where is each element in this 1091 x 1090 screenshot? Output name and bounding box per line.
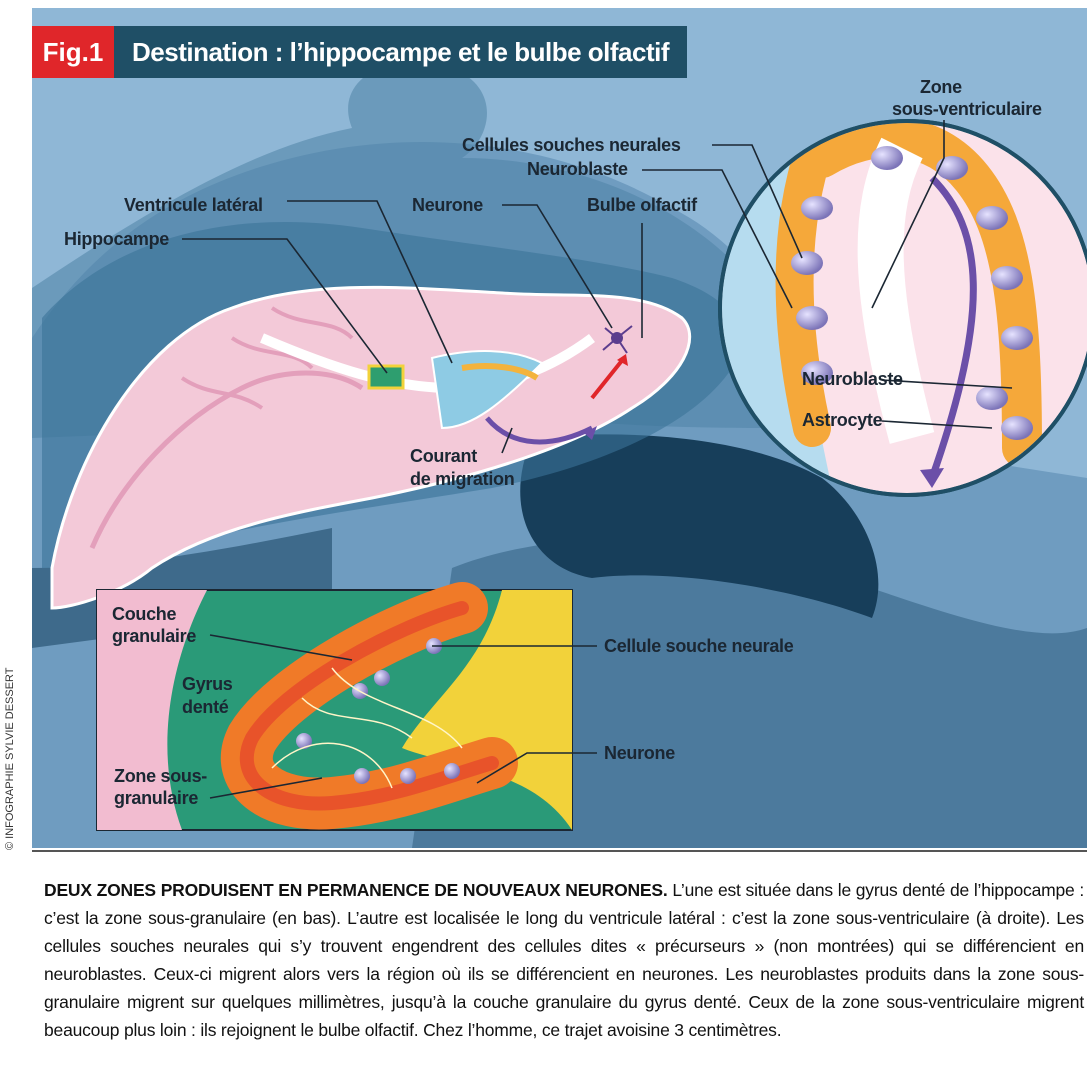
label-neurone-bottom: Neurone — [604, 742, 675, 764]
caption-divider — [32, 850, 1087, 852]
label-neuroblaste-top: Neuroblaste — [527, 158, 628, 180]
label-neuroblaste-right: Neuroblaste — [802, 368, 903, 390]
caption-body: L’une est située dans le gyrus denté de … — [44, 880, 1084, 1040]
label-courant-line2: de migration — [410, 468, 514, 490]
label-cellule-souche: Cellule souche neurale — [604, 635, 793, 657]
figure-panel: Fig.1 Destination : l’hippocampe et le b… — [32, 8, 1087, 848]
label-bulbe: Bulbe olfactif — [587, 194, 697, 216]
label-cellules-souches: Cellules souches neurales — [462, 134, 681, 156]
label-zone-sv-line2: sous-ventriculaire — [892, 98, 1042, 120]
label-courant-line1: Courant — [410, 445, 477, 467]
label-astrocyte: Astrocyte — [802, 409, 882, 431]
credit-text: © INFOGRAPHIE SYLVIE DESSERT — [4, 667, 16, 850]
figure-number: Fig.1 — [32, 26, 114, 78]
credit-line: © INFOGRAPHIE SYLVIE DESSERT — [4, 850, 22, 868]
caption-heading: DEUX ZONES PRODUISENT EN PERMANENCE DE N… — [44, 880, 668, 900]
label-couche-line1: Couche — [112, 603, 176, 625]
label-couche-line2: granulaire — [112, 625, 196, 647]
figure-title: Destination : l’hippocampe et le bulbe o… — [114, 26, 687, 78]
caption: DEUX ZONES PRODUISENT EN PERMANENCE DE N… — [44, 876, 1084, 1044]
label-zone-sg-line1: Zone sous- — [114, 765, 207, 787]
label-neurone-top: Neurone — [412, 194, 483, 216]
label-zone-sg-line2: granulaire — [114, 787, 198, 809]
label-ventricule: Ventricule latéral — [124, 194, 263, 216]
label-gyrus-line2: denté — [182, 696, 229, 718]
label-gyrus-line1: Gyrus — [182, 673, 233, 695]
label-zone-sv-line1: Zone — [920, 76, 962, 98]
label-hippocampe: Hippocampe — [64, 228, 169, 250]
subventricular-inset — [720, 118, 1087, 498]
